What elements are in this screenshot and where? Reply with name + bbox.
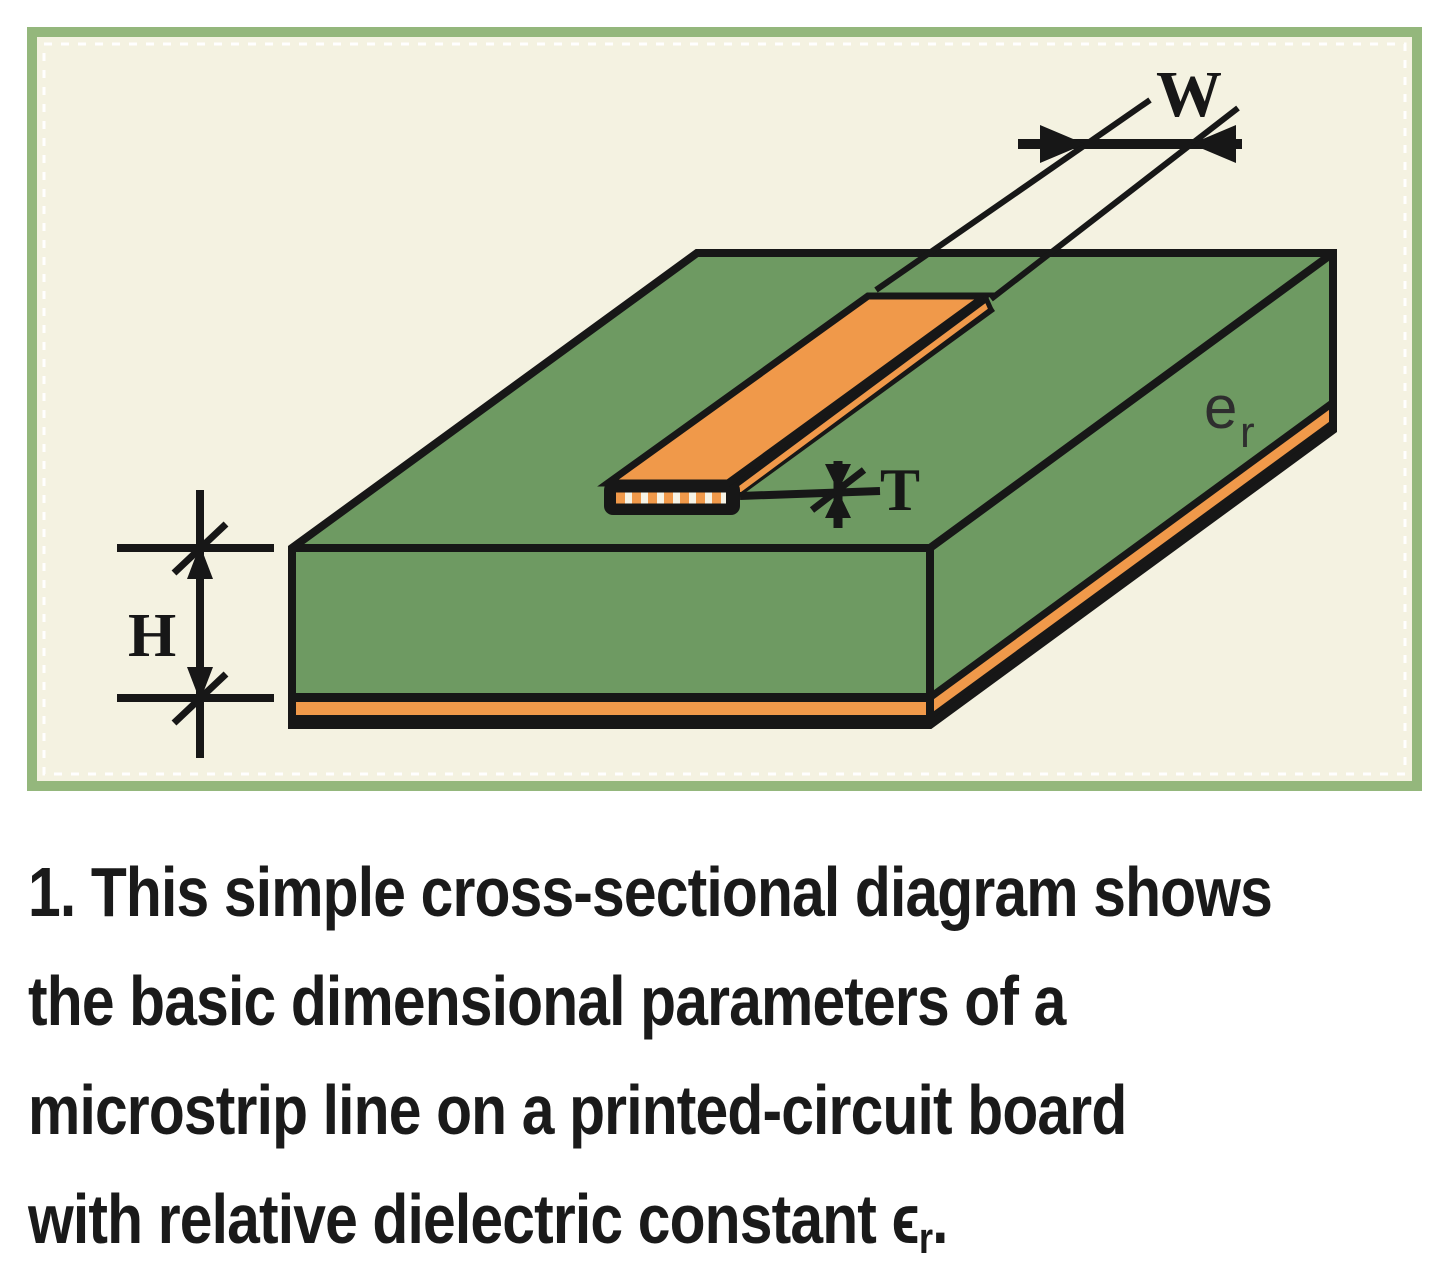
- caption-line-2: the basic dimensional parameters of a: [28, 962, 1066, 1040]
- t-oblique-tick: [809, 467, 867, 513]
- w-arrowhead-right: [1191, 125, 1236, 163]
- caption-epsilon-subscript: r: [918, 1214, 933, 1263]
- caption-line-4-period: .: [932, 1180, 948, 1258]
- microstrip-trace: [597, 292, 996, 515]
- h-oblique-tick-bottom: [171, 671, 229, 726]
- h-arrowhead-top: [187, 545, 213, 579]
- h-oblique-tick-top: [171, 521, 229, 576]
- microstrip-diagram: W T H e r: [27, 27, 1422, 791]
- caption-line-1: 1. This simple cross-sectional diagram s…: [28, 853, 1273, 931]
- t-arrowhead-bottom: [825, 491, 851, 518]
- dimension-h: H: [117, 490, 274, 758]
- board-side-face: [930, 253, 1333, 725]
- dielectric-constant-label: e r: [1204, 374, 1255, 457]
- dielectric-label-e: e: [1204, 374, 1237, 441]
- h-arrowhead-bottom: [187, 667, 213, 701]
- panel-inner-dashed-border: [42, 42, 1407, 776]
- w-extension-line-left: [874, 97, 1152, 293]
- ground-plane-side-copper: [930, 407, 1333, 714]
- caption-line-3: microstrip line on a printed-circuit boa…: [28, 1071, 1127, 1149]
- t-arrowhead-top: [825, 464, 851, 491]
- figure-caption: 1. This simple cross-sectional diagram s…: [28, 838, 1428, 1265]
- caption-line-4-text: with relative dielectric constant ϵ: [28, 1180, 920, 1258]
- board-outline: [288, 249, 1337, 729]
- w-arrowhead-left: [1040, 125, 1085, 163]
- trace-back-tick: [982, 294, 995, 314]
- height-label: H: [128, 602, 176, 670]
- t-leader-line: [739, 487, 881, 500]
- caption-line-4: with relative dielectric constant ϵr.: [28, 1165, 1204, 1265]
- dimension-t: T: [739, 457, 920, 528]
- ground-plane-front-copper: [292, 702, 930, 715]
- dielectric-label-r: r: [1240, 408, 1255, 457]
- dimension-w: W: [874, 58, 1242, 302]
- width-label: W: [1156, 58, 1222, 131]
- trace-side-copper-line: [734, 302, 990, 495]
- thickness-label: T: [880, 457, 920, 523]
